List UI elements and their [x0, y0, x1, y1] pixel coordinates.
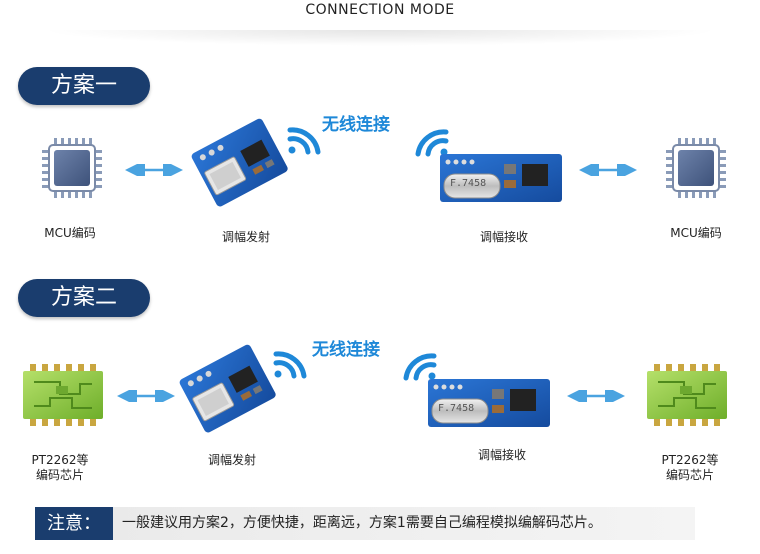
scheme2-right-label-line1: PT2262等 [661, 453, 719, 467]
scheme2-left-label-line2: 编码芯片 [35, 468, 84, 482]
double-arrow-icon [125, 164, 183, 176]
note-text: 一般建议用方案2，方便快捷，距离远，方案1需要自己编程模拟编解码芯片。 [122, 515, 602, 531]
scheme2-tx-label: 调幅发射 [207, 453, 256, 467]
scheme1-title-badge: 方案一 [18, 67, 150, 105]
double-arrow-icon [117, 390, 175, 402]
scheme2-crystal-marking: F.7458 [438, 403, 475, 414]
double-arrow-icon [579, 164, 637, 176]
scheme2-right-label-line2: 编码芯片 [665, 468, 714, 482]
header-divider [40, 30, 720, 46]
wifi-signal-icon [273, 351, 307, 379]
scheme1-rx-label: 调幅接收 [479, 230, 528, 244]
transmitter-module-icon [191, 118, 288, 207]
scheme1-right-label: MCU编码 [670, 226, 722, 240]
green-encoder-chip-icon [647, 364, 727, 426]
receiver-module-icon [428, 379, 550, 427]
scheme2-wireless-label: 无线连接 [312, 340, 380, 360]
scheme2-title-badge: 方案二 [18, 279, 150, 317]
wifi-signal-icon [415, 129, 449, 157]
mcu-chip-icon [42, 138, 102, 198]
double-arrow-icon [567, 390, 625, 402]
green-encoder-chip-icon [23, 364, 103, 426]
scheme2-rx-label: 调幅接收 [477, 448, 526, 462]
scheme2-left-label-line1: PT2262等 [31, 453, 89, 467]
wifi-signal-icon [403, 353, 437, 381]
scheme1-tx-label: 调幅发射 [221, 230, 270, 244]
note-bar [35, 507, 695, 540]
scheme1-crystal-marking: F.7458 [450, 178, 487, 189]
scheme1-left-label: MCU编码 [44, 226, 96, 240]
wifi-signal-icon [287, 127, 321, 155]
note-tag: 注意： [35, 507, 113, 540]
page-title: CONNECTION MODE [305, 2, 455, 18]
transmitter-module-icon [179, 344, 276, 433]
mcu-chip-icon [666, 138, 726, 198]
receiver-module-icon [440, 154, 562, 202]
scheme1-wireless-label: 无线连接 [322, 115, 390, 135]
